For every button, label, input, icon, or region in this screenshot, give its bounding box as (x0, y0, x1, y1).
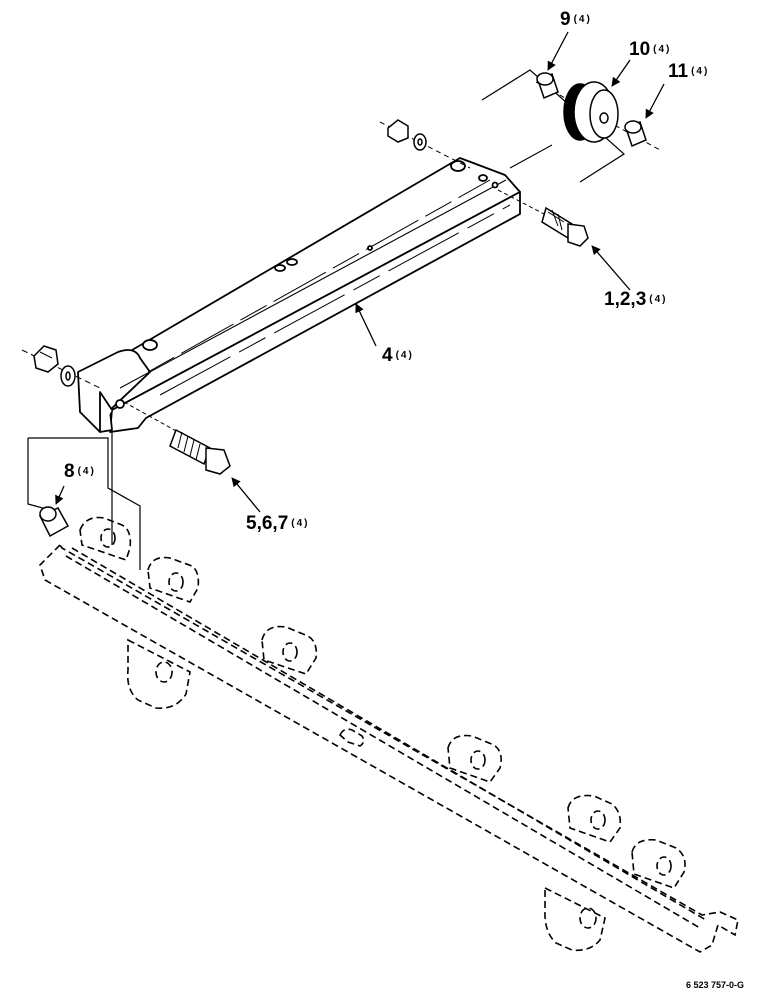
bolt-5-6-7 (123, 401, 231, 475)
callout-11: 11(4) (668, 61, 710, 82)
nut-washer-left (21, 345, 101, 389)
channel-beam (77, 157, 521, 433)
leader-11 (645, 83, 665, 119)
callout-5-6-7: 5,6,7(4) (246, 513, 310, 534)
pulley-assembly (481, 69, 661, 183)
callout-4: 4(4) (382, 345, 414, 366)
leader-10 (611, 59, 631, 87)
callout-8: 8(4) (64, 461, 96, 482)
bolt-1-2-3 (497, 189, 589, 247)
leader-8 (55, 485, 65, 505)
leader-4 (355, 303, 377, 347)
bushing-8 (38, 506, 70, 538)
phantom-rail (39, 516, 739, 953)
leader-9 (547, 31, 569, 71)
callout-9: 9(4) (560, 9, 592, 30)
callout-1-2-3: 1,2,3(4) (604, 289, 668, 310)
leader-lines (55, 31, 665, 513)
callout-frame-8 (27, 430, 141, 570)
callout-10: 10(4) (629, 39, 672, 60)
nut-washer-top (379, 119, 471, 169)
drawing-number: 6 523 757-0-G (686, 980, 745, 990)
leader-5-6-7 (231, 477, 261, 513)
leader-1-2-3 (591, 245, 631, 291)
